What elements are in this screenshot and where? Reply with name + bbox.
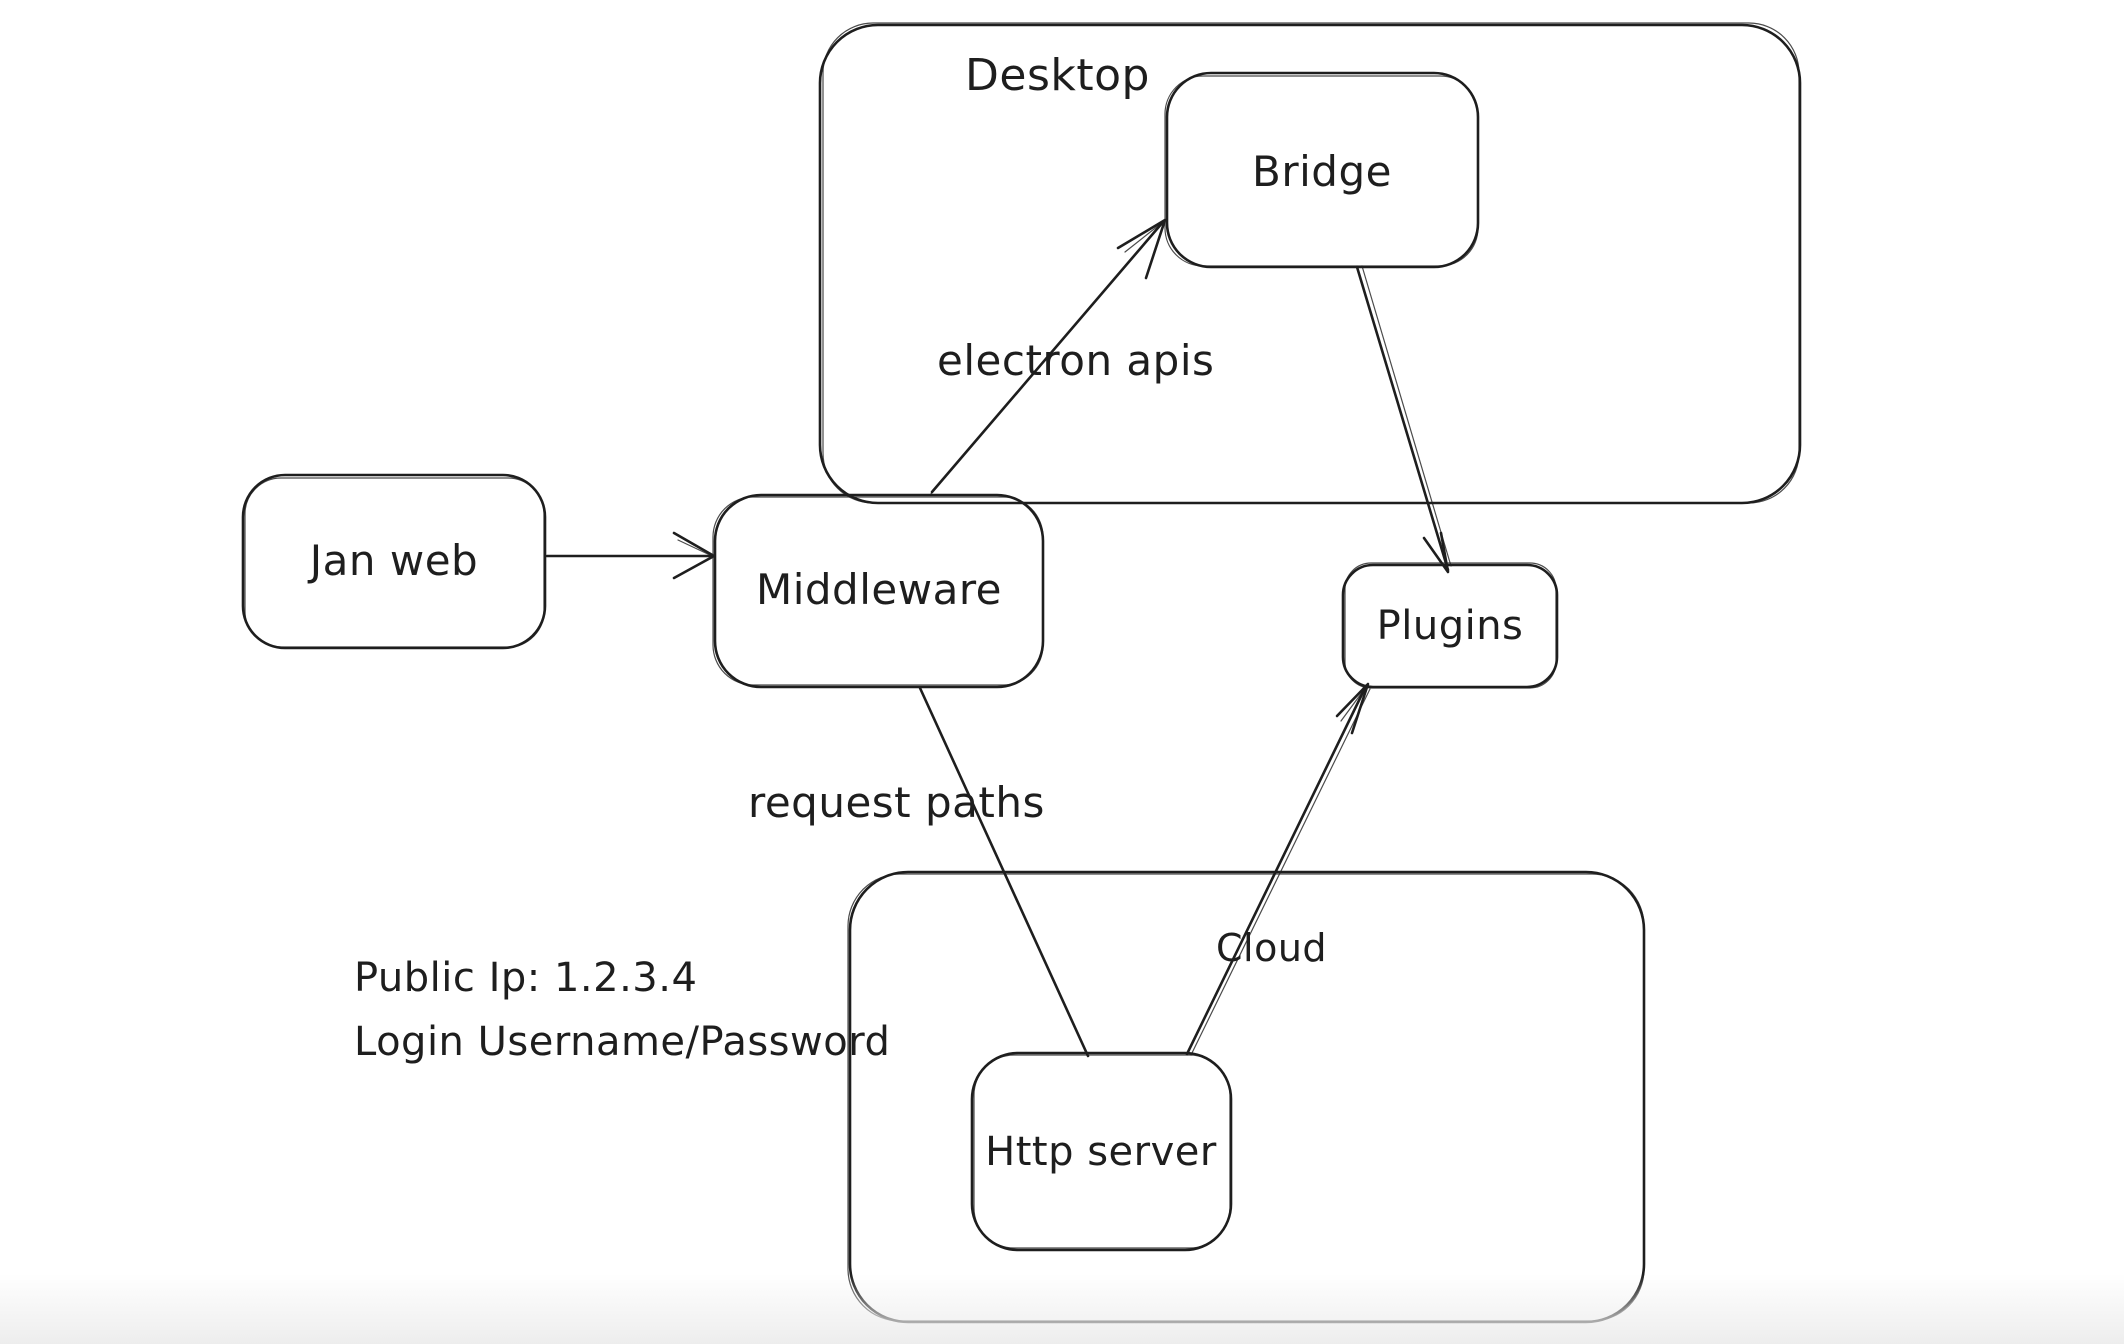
arrow-middleware-to-bridge[interactable] <box>929 218 1167 496</box>
node-bridge-label: Bridge <box>1252 146 1392 196</box>
edge-electron-apis-label: electron apis <box>937 336 1215 385</box>
arrow-middleware-to-http-server[interactable] <box>918 686 1090 1058</box>
node-http-server-label: Http server <box>985 1129 1217 1175</box>
public-ip-text: Public Ip: 1.2.3.4 <box>354 955 698 1001</box>
node-bridge-shape[interactable] <box>1164 71 1480 269</box>
login-text: Login Username/Password <box>354 1019 891 1065</box>
arrow-http-server-to-plugins[interactable] <box>1185 682 1371 1056</box>
node-middleware-shape[interactable] <box>712 493 1045 689</box>
credentials-annotation: Public Ip: 1.2.3.4 Login Username/Passwo… <box>354 946 890 1074</box>
node-desktop-label: Desktop <box>965 50 1150 101</box>
arrow-bridge-to-plugins[interactable] <box>1355 265 1452 574</box>
node-jan-web-label: Jan web <box>309 535 479 585</box>
node-desktop-shape[interactable] <box>818 22 1802 505</box>
node-middleware-label: Middleware <box>755 564 1003 614</box>
node-http-server-shape[interactable] <box>970 1051 1233 1252</box>
node-plugins-label: Plugins <box>1376 603 1524 649</box>
node-jan-web-shape[interactable] <box>241 473 547 650</box>
arrow-jan-web-to-middleware[interactable] <box>545 531 716 580</box>
edge-request-paths-label: request paths <box>748 778 1045 827</box>
node-cloud-label: Cloud <box>1216 926 1328 970</box>
